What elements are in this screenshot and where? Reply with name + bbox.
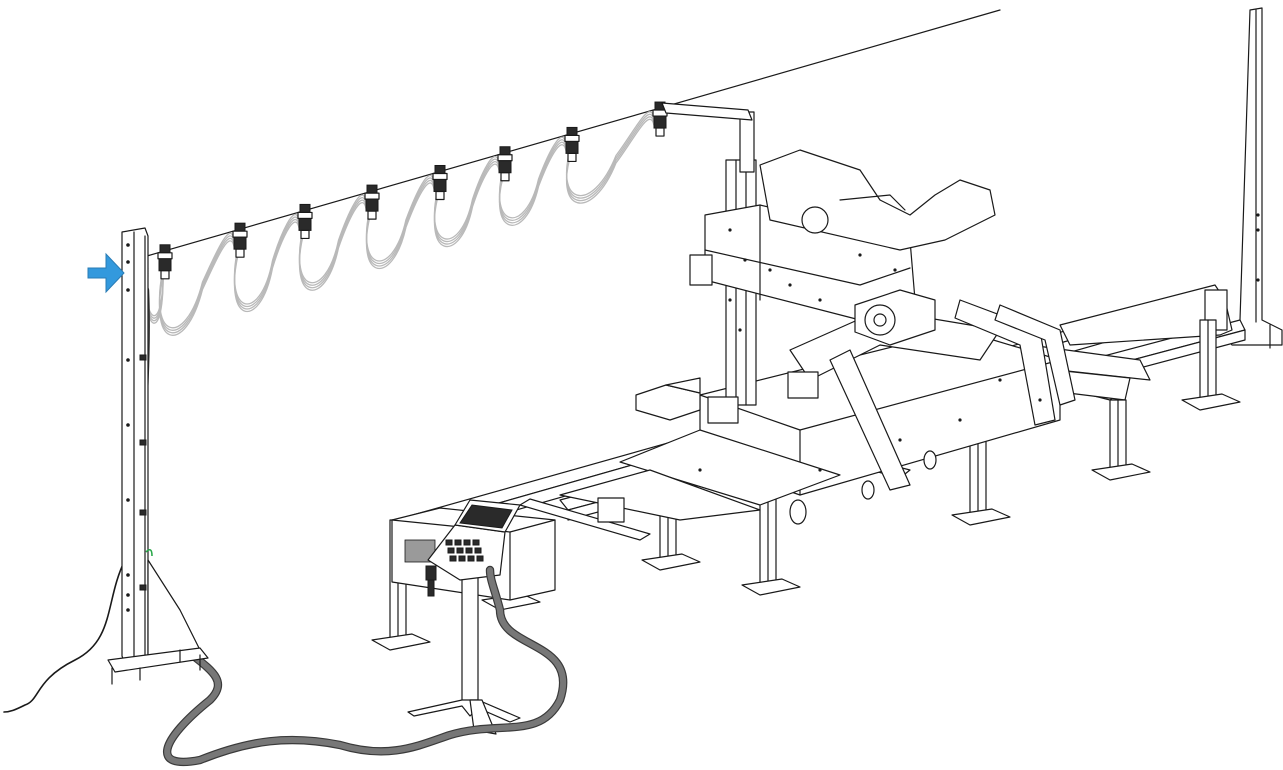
carriage-bolt [788,283,792,287]
carriage-bolt [893,268,897,272]
carriage-bolt [898,438,902,442]
keypad [445,539,484,562]
keypad-button [458,555,466,562]
carriage-bolt [698,468,702,472]
cable-trolley [497,146,513,182]
keypad-button [465,547,473,554]
post-hole [126,260,130,264]
near-end-support-post [107,227,209,685]
bed-leg [1181,319,1241,411]
far-end-support-post [1223,7,1283,349]
post-hole [126,593,130,597]
festoon-loop [365,182,435,270]
cable-trolley [232,222,248,258]
festoon-loop [498,144,567,226]
post-hole [126,288,130,292]
control-console [391,499,556,735]
post-hole [126,498,130,502]
festoon-loop [158,235,235,331]
carriage-bolt [728,298,732,302]
cable-trolley [297,203,313,240]
keypad-button [447,547,455,554]
post-clip [139,354,147,361]
keypad-button [472,539,480,546]
festoon-loop [233,221,300,313]
keypad-button [456,547,464,554]
carriage-bolt [998,378,1002,382]
post-clip [139,584,147,591]
keypad-button [445,539,453,546]
festoon-loop [158,240,235,336]
carriage-bolt [728,228,732,232]
carriage-bolt [818,468,822,472]
carriage-bolt [858,253,862,257]
cable-trolley [432,164,448,201]
sawmill-carriage [559,102,1076,525]
carriage-bolt [958,418,962,422]
cable-trolley [652,101,668,137]
carriage-bolt [768,268,772,272]
cable-trolley [564,126,580,163]
festoon-loop [433,163,500,248]
festoon-loop [566,116,655,202]
power-cord [3,559,126,713]
festoon-loop [566,118,655,204]
bed-leg [1091,399,1151,481]
post-hole [126,423,130,427]
cable-trolley [157,244,173,280]
post-clip [139,509,147,516]
post-hole [126,243,130,247]
festoon-loop [298,202,367,291]
carriage-bolt [738,328,742,332]
arrow-right-icon [87,252,125,294]
post-hole [126,608,130,612]
keypad-button [463,539,471,546]
cable-trolleys [157,101,668,280]
bed-leg [741,479,801,596]
carriage-bolt [1038,398,1042,402]
keypad-button [476,555,484,562]
keypad-button [454,539,462,546]
keypad-button [474,547,482,554]
post-hole [126,573,130,577]
bed-leg [951,439,1011,526]
festoon-cable-loops [145,111,655,336]
keypad-button [449,555,457,562]
cable-trolley [364,184,380,220]
post-clip [139,439,147,446]
post-hole [126,358,130,362]
carriage-bolt [818,298,822,302]
carriage-bolt [743,258,747,262]
keypad-button [467,555,475,562]
